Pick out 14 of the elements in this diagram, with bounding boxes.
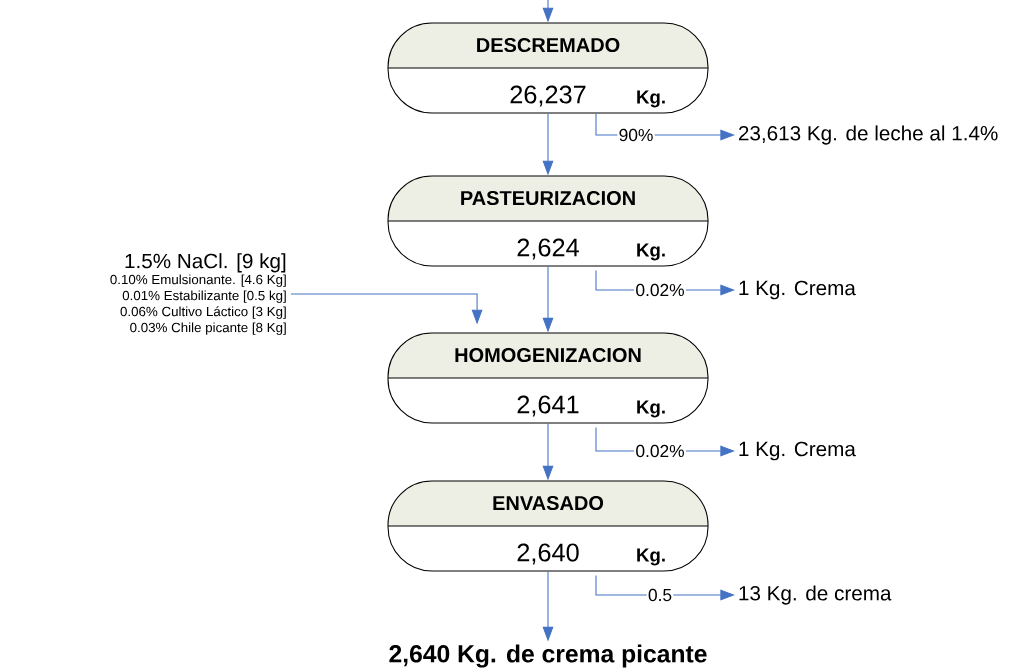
output-text: 1 Kg. Crema	[739, 280, 856, 300]
process-stadium: PASTEURIZACION 2,624 Kg.	[387, 175, 709, 267]
process-stadium: ENVASADO 2,640 Kg.	[387, 480, 709, 572]
output-text: 1 Kg. Crema	[739, 441, 856, 461]
edge-label: 0.02%	[634, 282, 686, 298]
output-text: 13 Kg. de crema	[739, 585, 892, 605]
product-text: 2,640 Kg. de crema picante	[389, 644, 707, 668]
edge-label: 0.02%	[634, 443, 686, 459]
process-stadium: DESCREMADO 26,237 Kg.	[387, 22, 709, 114]
process-stadium: HOMOGENIZACION 2,641 Kg.	[387, 332, 709, 424]
edge-label: 90%	[617, 127, 655, 143]
output-text: 23,613 Kg. de leche al 1.4%	[739, 125, 998, 145]
ingredient-list: 1.5% NaCl. [9 kg] 0.10% Emulsionante. [4.6 Kg] 0.01% Estabilizante [0.5 kg] 0.06% Cultivo Láctico [3 Kg] 0.03% Chile picante [8 Kg]	[110, 253, 286, 335]
edge-label: 0.5	[646, 587, 674, 603]
